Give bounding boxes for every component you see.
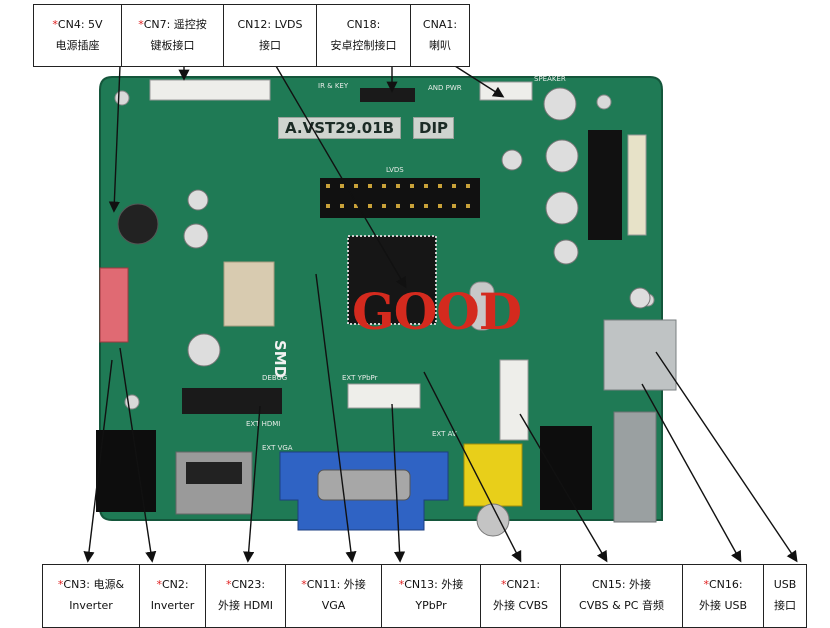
star-mark: * [156,578,162,592]
cn18-connector [360,88,415,102]
mount-hole [596,94,612,110]
label-desc: 接口 [774,599,796,612]
label-code: CN3: 电源& [63,578,125,592]
regulator [223,261,275,327]
cna1-connector [479,81,533,101]
av-port [463,443,523,507]
label-cn18: CN18: 安卓控制接口 [317,5,411,66]
label-cn15: CN15: 外接 CVBS & PC 音频 [561,565,683,627]
cn7-connector [149,79,271,101]
top-label-row: *CN4: 5V 电源插座 *CN7: 遥控按 键板接口 CN12: LVDS … [33,4,470,67]
cn3-connector [99,267,129,343]
label-code: CN18: [346,17,381,31]
label-code: CN16: [708,578,743,592]
star-mark: * [57,578,64,592]
capacitor [187,189,209,211]
label-code: CN12: LVDS [237,17,303,31]
usb-port [603,319,677,391]
silk-ext-ypbpr: EXT YPbPr [342,374,378,382]
board-variant: DIP [413,117,455,139]
star-mark: * [138,17,144,31]
label-cn12: CN12: LVDS 接口 [224,5,317,66]
label-cn21: *CN21: 外接 CVBS [481,565,561,627]
capacitor [629,287,651,309]
label-code: USB [773,578,797,592]
star-mark: * [500,578,507,592]
label-desc: YPbPr [415,599,447,612]
label-desc: 外接 USB [698,599,748,612]
label-code: CN2: [161,578,189,592]
label-code: CN23: [231,578,266,592]
label-code: CNA1: [422,17,458,31]
bottom-label-row: *CN3: 电源& Inverter *CN2: Inverter *CN23:… [42,564,807,628]
label-cn3: *CN3: 电源& Inverter [43,565,140,627]
label-cn23: *CN23: 外接 HDMI [206,565,286,627]
capacitor [183,223,209,249]
label-cn4: *CN4: 5V 电源插座 [34,5,122,66]
label-desc: 安卓控制接口 [330,38,397,52]
silk-lvds: LVDS [386,166,404,174]
label-desc: VGA [321,599,346,612]
debug-header [182,388,282,414]
capacitor [187,333,221,367]
label-cna1: CNA1: 喇叭 [411,5,469,66]
label-code: CN11: 外接 [306,578,366,592]
label-cn11: *CN11: 外接 VGA [286,565,382,627]
label-cn7: *CN7: 遥控按 键板接口 [122,5,224,66]
label-desc: Inverter [150,599,195,612]
smd-mark: SMD [271,340,289,379]
silk-ext-av: EXT AV [432,430,457,438]
silk-ext-vga: EXT VGA [262,444,293,452]
crystal [469,281,495,331]
usb-port-ext [613,411,657,523]
star-mark: * [301,578,307,592]
pin-header [627,134,647,236]
capacitor [545,191,579,225]
label-code: CN21: [506,578,541,592]
capacitor [117,203,159,245]
capacitor [501,149,523,171]
silk-debug: DEBUG [262,374,288,382]
silk-and-pwr: AND PWR [428,84,462,92]
cn21-connector [499,359,529,441]
mount-hole [124,394,140,410]
dc-jack [96,430,156,512]
label-cn16: *CN16: 外接 USB [683,565,764,627]
silk-speaker: SPEAKER [534,75,566,83]
label-code: CN7: 遥控按 [143,17,207,31]
label-code: CN13: 外接 [404,578,464,592]
label-desc: CVBS & PC 音频 [579,599,664,612]
label-cn2: *CN2: Inverter [140,565,206,627]
star-mark: * [225,578,232,592]
audio-jack [540,426,592,510]
stamp-good: GOOD [352,282,522,341]
capacitor [543,87,577,121]
board-model: A.VST29.01B [278,117,402,139]
capacitor [545,139,579,173]
star-mark: * [52,17,58,31]
label-usb: USB 接口 [764,565,806,627]
label-code: CN15: 外接 [591,578,652,592]
capacitor [553,239,579,265]
star-mark: * [703,578,709,592]
silk-ir-key: IR & KEY [318,82,349,90]
label-desc: 外接 CVBS [492,599,549,612]
star-mark: * [398,578,405,592]
mount-hole [114,90,130,106]
label-desc: 接口 [259,38,281,52]
label-desc: 喇叭 [429,38,451,52]
label-cn13: *CN13: 外接 YPbPr [382,565,481,627]
ic-chip [588,130,622,240]
label-code: CN4: 5V [57,17,103,31]
silk-ext-hdmi: EXT HDMI [246,420,281,428]
label-desc: 电源插座 [55,38,100,52]
label-desc: Inverter [69,599,113,612]
cn13-connector [347,383,421,409]
label-desc: 外接 HDMI [218,599,273,612]
label-desc: 键板接口 [150,38,195,52]
